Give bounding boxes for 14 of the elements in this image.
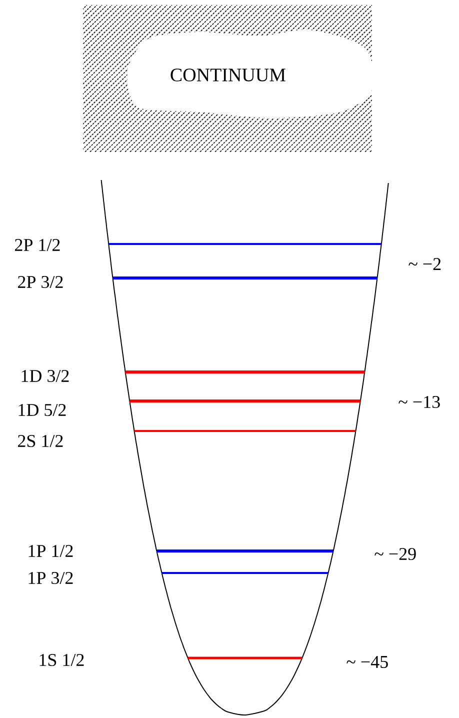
level-label: 2S 1/2 <box>18 434 63 448</box>
energy-value: ~ −2 <box>408 258 441 270</box>
level-label: 1D 5/2 <box>18 404 66 416</box>
energy-value: ~ −45 <box>346 656 388 668</box>
level-label: 1D 3/2 <box>22 370 69 382</box>
hatched-band: CONTINUUM <box>83 5 374 152</box>
node-label: CONTINUUM <box>170 68 286 82</box>
level-label: 1P 1/2 <box>28 544 73 558</box>
level-label: 2P 3/2 <box>18 276 63 288</box>
level-label: 2P 1/2 <box>14 238 60 252</box>
energy-value: ~ −13 <box>398 396 440 408</box>
energy-value: ~ −29 <box>374 548 416 560</box>
level-label: 1S 1/2 <box>40 654 84 666</box>
level-label: 1P 3/2 <box>28 572 73 584</box>
